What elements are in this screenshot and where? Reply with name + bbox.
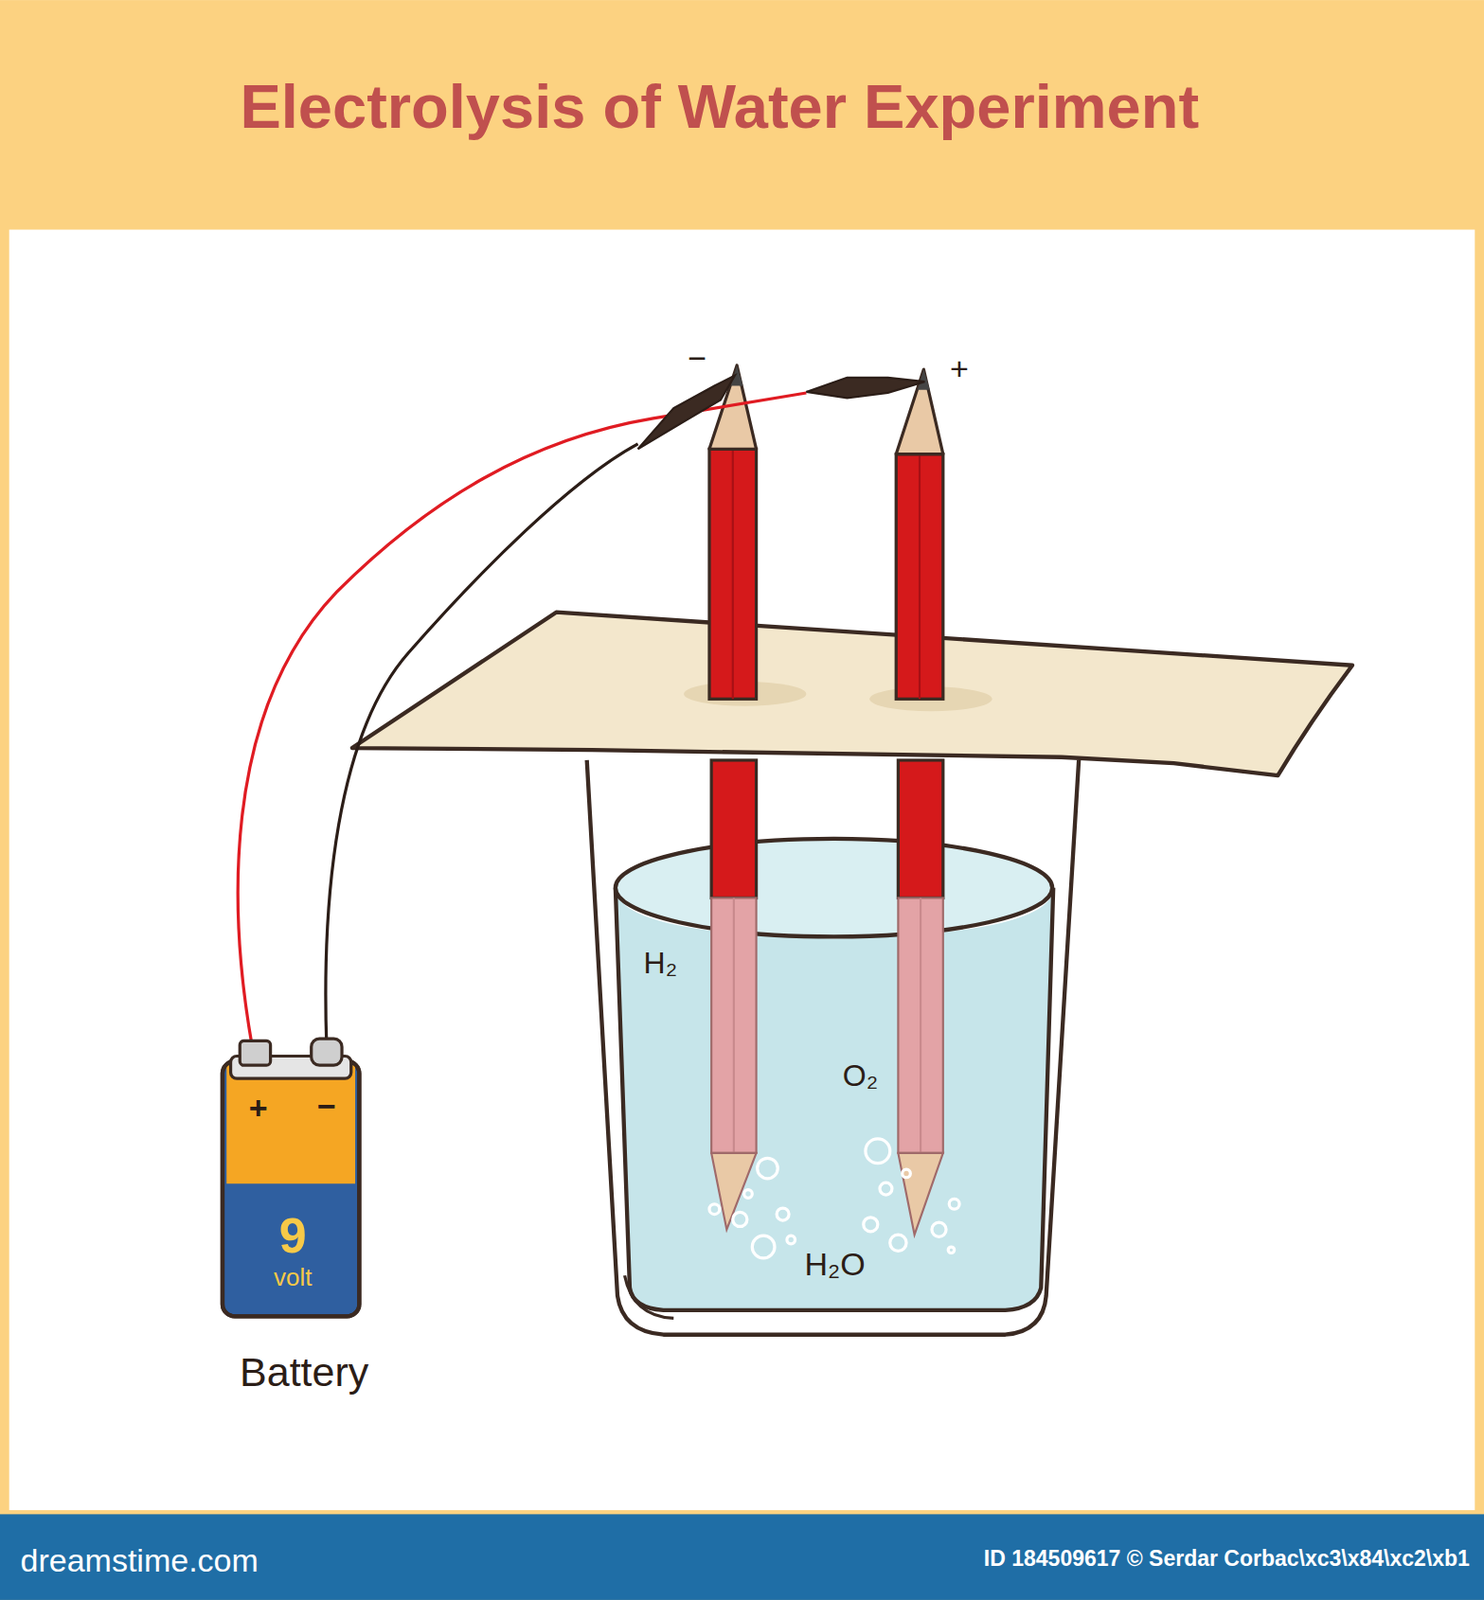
terminal-sign: − [317,1090,337,1126]
part-name: Battery [239,1350,369,1395]
black-wire [325,444,639,1047]
alligator-clip [638,375,735,450]
terminal-sign: + [249,1091,269,1127]
alligator-clip [805,377,925,399]
image-credit: ID 184509617 © Serdar Corbac\xc3\x84\xc2… [983,1547,1470,1572]
polarity-sign: − [687,341,707,377]
paper-holder [352,612,1353,776]
gas-label: O₂ [842,1059,878,1093]
pencil-electrodes-upper [709,365,944,699]
liquid-label: H₂O [804,1248,865,1284]
title: Electrolysis of Water Experiment [239,72,1199,142]
gas-bubbles [709,1139,960,1259]
glass [587,760,1079,1336]
footer-bar [0,1514,1484,1600]
polarity-sign: + [949,351,969,387]
voltage-unit: volt [273,1264,312,1292]
panel [9,230,1476,1512]
pencil-electrodes-lower [711,760,944,1235]
gas-label: H₂ [643,947,679,982]
battery-9v [222,1038,359,1317]
voltage-number: 9 [279,1210,307,1265]
red-wire [237,393,806,1047]
watermark: dreamstime.com [20,1543,259,1579]
